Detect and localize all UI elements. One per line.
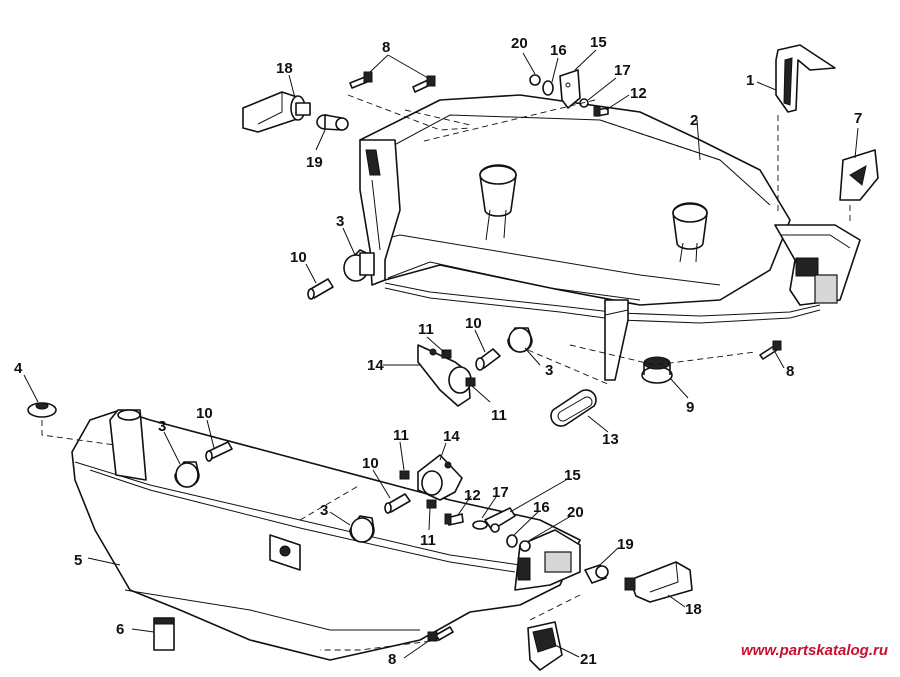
callout-5: 5 xyxy=(74,552,82,569)
part-6-pad xyxy=(153,617,175,651)
callout-19: 19 xyxy=(617,536,634,553)
callout-11: 11 xyxy=(491,407,507,424)
callout-11: 11 xyxy=(393,427,409,444)
callout-21: 21 xyxy=(580,651,597,668)
part-9-grommet xyxy=(641,356,673,384)
callout-12: 12 xyxy=(630,85,647,102)
callout-10: 10 xyxy=(465,315,482,332)
part-19-upper-bushing xyxy=(316,114,349,131)
part-3-10-lower-left xyxy=(174,441,233,488)
callout-15: 15 xyxy=(564,467,581,484)
callout-6: 6 xyxy=(116,621,124,638)
callout-15: 15 xyxy=(590,34,607,51)
lower-bracket-14 xyxy=(399,454,463,509)
callout-16: 16 xyxy=(550,42,567,59)
callout-10: 10 xyxy=(362,455,379,472)
alignment-lines xyxy=(41,94,851,651)
callout-4: 4 xyxy=(14,360,23,377)
cowl-hooks xyxy=(479,164,708,263)
part-8-right-screw xyxy=(759,340,782,360)
part-8-lower-screw xyxy=(427,626,454,642)
callout-20: 20 xyxy=(511,35,528,52)
callout-11: 11 xyxy=(418,321,434,338)
callout-7: 7 xyxy=(854,110,862,127)
callout-1: 1 xyxy=(746,72,754,89)
callout-2: 2 xyxy=(690,112,698,129)
part-18-lower-handle xyxy=(624,561,693,603)
part-7-pad xyxy=(839,149,879,201)
watermark-text: www.partskatalog.ru xyxy=(741,642,888,659)
callout-10: 10 xyxy=(196,405,213,422)
callout-3: 3 xyxy=(336,213,344,230)
callout-14: 14 xyxy=(367,357,384,374)
part-18-upper-handle xyxy=(242,91,311,133)
callout-14: 14 xyxy=(443,428,460,445)
callout-17: 17 xyxy=(614,62,631,79)
callout-19: 19 xyxy=(306,154,323,171)
left-latch-bracket xyxy=(359,139,401,286)
part-13-slot-seal xyxy=(550,389,597,427)
callout-10: 10 xyxy=(290,249,307,266)
part-19-lower-bushing xyxy=(584,564,609,584)
part-21-bracket xyxy=(527,621,563,671)
callout-3: 3 xyxy=(158,418,166,435)
lower-latch-hardware xyxy=(444,507,531,552)
callout-16: 16 xyxy=(533,499,550,516)
leader-lines xyxy=(23,49,859,659)
callout-11: 11 xyxy=(420,532,436,549)
callout-3: 3 xyxy=(320,502,328,519)
callout-17: 17 xyxy=(492,484,509,501)
callout-18: 18 xyxy=(685,601,702,618)
callout-3: 3 xyxy=(545,362,553,379)
callouts: 1 2 3 3 3 3 4 5 6 7 8 8 8 9 10 10 10 10 … xyxy=(14,34,862,668)
callout-8: 8 xyxy=(786,363,794,380)
mid-bracket-14 xyxy=(417,327,533,407)
part-1-bracket xyxy=(775,44,836,113)
lower-pan xyxy=(71,409,581,661)
callout-12: 12 xyxy=(464,487,481,504)
callout-20: 20 xyxy=(567,504,584,521)
upper-latch-hardware xyxy=(529,69,609,117)
callout-13: 13 xyxy=(602,431,619,448)
callout-8: 8 xyxy=(388,651,396,668)
right-latch-bracket xyxy=(774,224,861,306)
part-8-upper-screws xyxy=(349,71,436,93)
callout-9: 9 xyxy=(686,399,694,416)
part-3-10-upper-left xyxy=(307,249,375,300)
callout-18: 18 xyxy=(276,60,293,77)
callout-8: 8 xyxy=(382,39,390,56)
upper-cowl xyxy=(359,94,791,306)
part-3-10-lower-mid xyxy=(349,493,411,543)
part-4-grommet xyxy=(27,402,57,418)
latch-rod xyxy=(384,282,821,381)
